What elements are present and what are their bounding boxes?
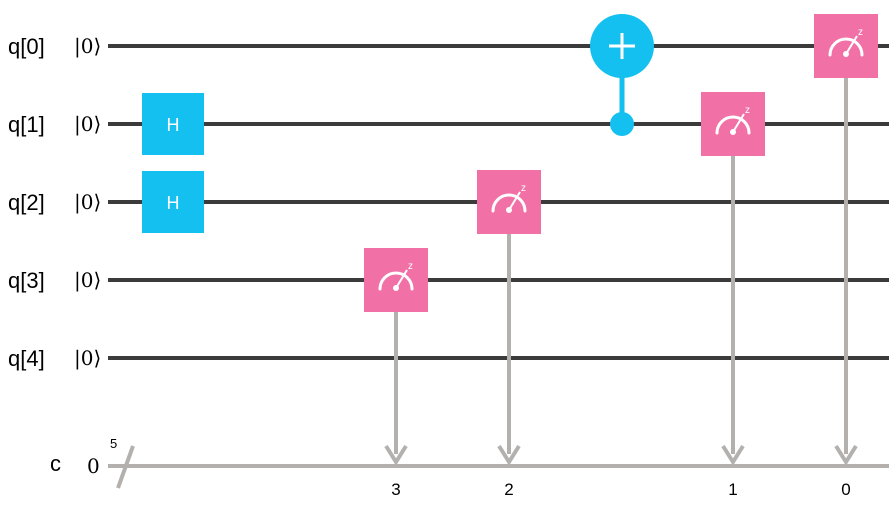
hadamard-gate-label: H bbox=[167, 193, 180, 213]
arrow-down-icon bbox=[834, 444, 858, 466]
qubit-init-1: |0⟩ bbox=[74, 112, 101, 137]
hadamard-gate-label: H bbox=[167, 115, 180, 135]
meter-needle bbox=[845, 35, 858, 55]
meter-pivot bbox=[506, 207, 512, 213]
meter-icon: z bbox=[378, 261, 414, 291]
qubit-label-0: q[0] bbox=[8, 34, 45, 59]
meter-needle bbox=[395, 269, 408, 289]
measure-bit-label: 0 bbox=[841, 480, 850, 499]
measure-basis-label: z bbox=[745, 105, 750, 116]
classical-register-label: c bbox=[50, 451, 61, 476]
cnot-control-dot bbox=[610, 112, 634, 136]
bus-slash bbox=[116, 445, 135, 489]
arrow-down-icon bbox=[497, 444, 521, 466]
qubit-init-0: |0⟩ bbox=[74, 34, 101, 59]
meter-icon: z bbox=[715, 105, 751, 135]
measure-gate-q2[interactable]: z2 bbox=[477, 170, 541, 499]
hadamard-gate-q1[interactable]: H bbox=[142, 93, 204, 155]
meter-icon: z bbox=[828, 27, 864, 57]
wires bbox=[108, 44, 889, 489]
classical-register-size: 5 bbox=[110, 436, 117, 451]
arrow-down-icon bbox=[721, 444, 745, 466]
meter-pivot bbox=[393, 285, 399, 291]
hadamard-gate-box bbox=[142, 93, 204, 155]
plus-icon bbox=[609, 33, 635, 59]
meter-arc bbox=[828, 37, 864, 57]
meter-needle bbox=[508, 191, 521, 211]
measure-gate-box bbox=[364, 248, 428, 312]
meter-needle bbox=[732, 113, 745, 133]
measure-bit-label: 1 bbox=[728, 480, 737, 499]
hadamard-gate-box bbox=[142, 171, 204, 233]
measure-gate-q3[interactable]: z3 bbox=[364, 248, 428, 499]
meter-icon: z bbox=[491, 183, 527, 213]
measure-gate-q1[interactable]: z1 bbox=[701, 92, 765, 499]
qubit-label-2: q[2] bbox=[8, 190, 45, 215]
arrow-down-icon bbox=[384, 444, 408, 466]
measure-basis-label: z bbox=[858, 27, 863, 38]
meter-arc bbox=[378, 271, 414, 291]
measure-basis-label: z bbox=[521, 183, 526, 194]
measure-basis-label: z bbox=[408, 261, 413, 272]
hadamard-gate-q2[interactable]: H bbox=[142, 171, 204, 233]
measure-gate-box bbox=[701, 92, 765, 156]
meter-pivot bbox=[730, 129, 736, 135]
classical-register-init: 0 bbox=[87, 454, 100, 478]
measure-gate-q0[interactable]: z0 bbox=[814, 14, 878, 499]
measure-bit-label: 3 bbox=[391, 480, 400, 499]
qubit-label-3: q[3] bbox=[8, 268, 45, 293]
register-labels: q[0] |0⟩ q[1] |0⟩ q[2] |0⟩ q[3] |0⟩ q[4] |0⟩ c 05 bbox=[8, 34, 117, 478]
meter-arc bbox=[491, 193, 527, 213]
meter-arc bbox=[715, 115, 751, 135]
meter-pivot bbox=[843, 51, 849, 57]
qubit-init-2: |0⟩ bbox=[74, 190, 101, 215]
qubit-init-4: |0⟩ bbox=[74, 346, 101, 371]
cnot-gate[interactable] bbox=[590, 14, 654, 136]
qubit-label-4: q[4] bbox=[8, 346, 45, 371]
measure-gate-box bbox=[477, 170, 541, 234]
qubit-init-3: |0⟩ bbox=[74, 268, 101, 293]
qubit-label-1: q[1] bbox=[8, 112, 45, 137]
measure-gate-box bbox=[814, 14, 878, 78]
measure-bit-label: 2 bbox=[504, 480, 513, 499]
